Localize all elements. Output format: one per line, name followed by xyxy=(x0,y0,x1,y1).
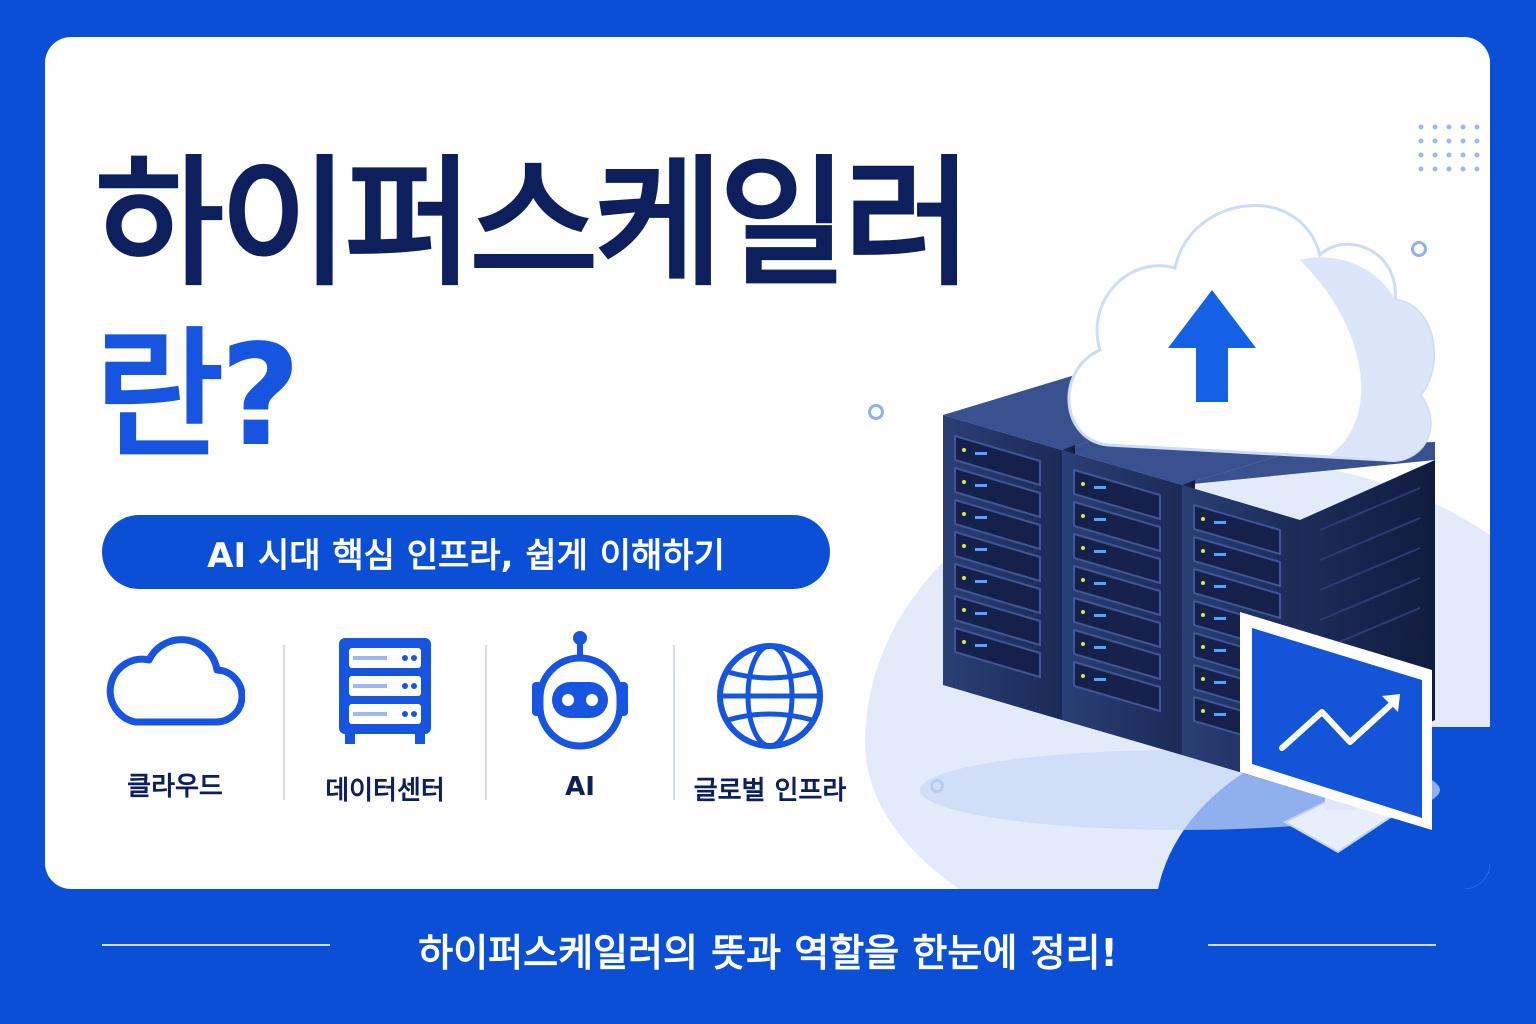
robot-icon xyxy=(532,631,628,750)
feature-label: 글로벌 인프라 xyxy=(693,776,847,806)
ring-decoration xyxy=(868,404,884,420)
feature-label: 클라우드 xyxy=(127,772,223,802)
feature-cloud: 클라우드 xyxy=(100,630,250,803)
subtitle-pill: AI 시대 핵심 인프라, 쉽게 이해하기 xyxy=(102,515,830,589)
feature-ai: AI xyxy=(510,630,650,802)
upload-cloud-icon xyxy=(1067,204,1436,462)
divider xyxy=(485,645,487,800)
divider xyxy=(283,645,285,800)
ring-decoration xyxy=(1411,241,1427,257)
monitor-icon xyxy=(1240,612,1432,854)
dot-grid-decoration xyxy=(1418,124,1480,172)
footer-line-left xyxy=(102,944,330,946)
footer-line-right xyxy=(1208,944,1436,946)
feature-label: AI xyxy=(565,772,595,802)
divider xyxy=(673,645,675,800)
subtitle-text: AI 시대 핵심 인프라, 쉽게 이해하기 xyxy=(207,535,725,576)
cloud-icon xyxy=(106,636,245,726)
feature-global: 글로벌 인프라 xyxy=(680,630,860,807)
server-icon xyxy=(339,638,431,744)
feature-label: 데이터센터 xyxy=(325,776,445,806)
headline-line1: 하이퍼스케일러 xyxy=(95,143,973,306)
feature-datacenter: 데이터센터 xyxy=(305,630,465,807)
server-rack-2 xyxy=(1062,450,1195,755)
server-rack-1 xyxy=(943,415,1075,720)
headline-line2: 란? xyxy=(95,315,301,478)
globe-icon xyxy=(717,643,823,749)
footer-text: 하이퍼스케일러의 뜻과 역할을 한눈에 정리! xyxy=(418,931,1118,975)
